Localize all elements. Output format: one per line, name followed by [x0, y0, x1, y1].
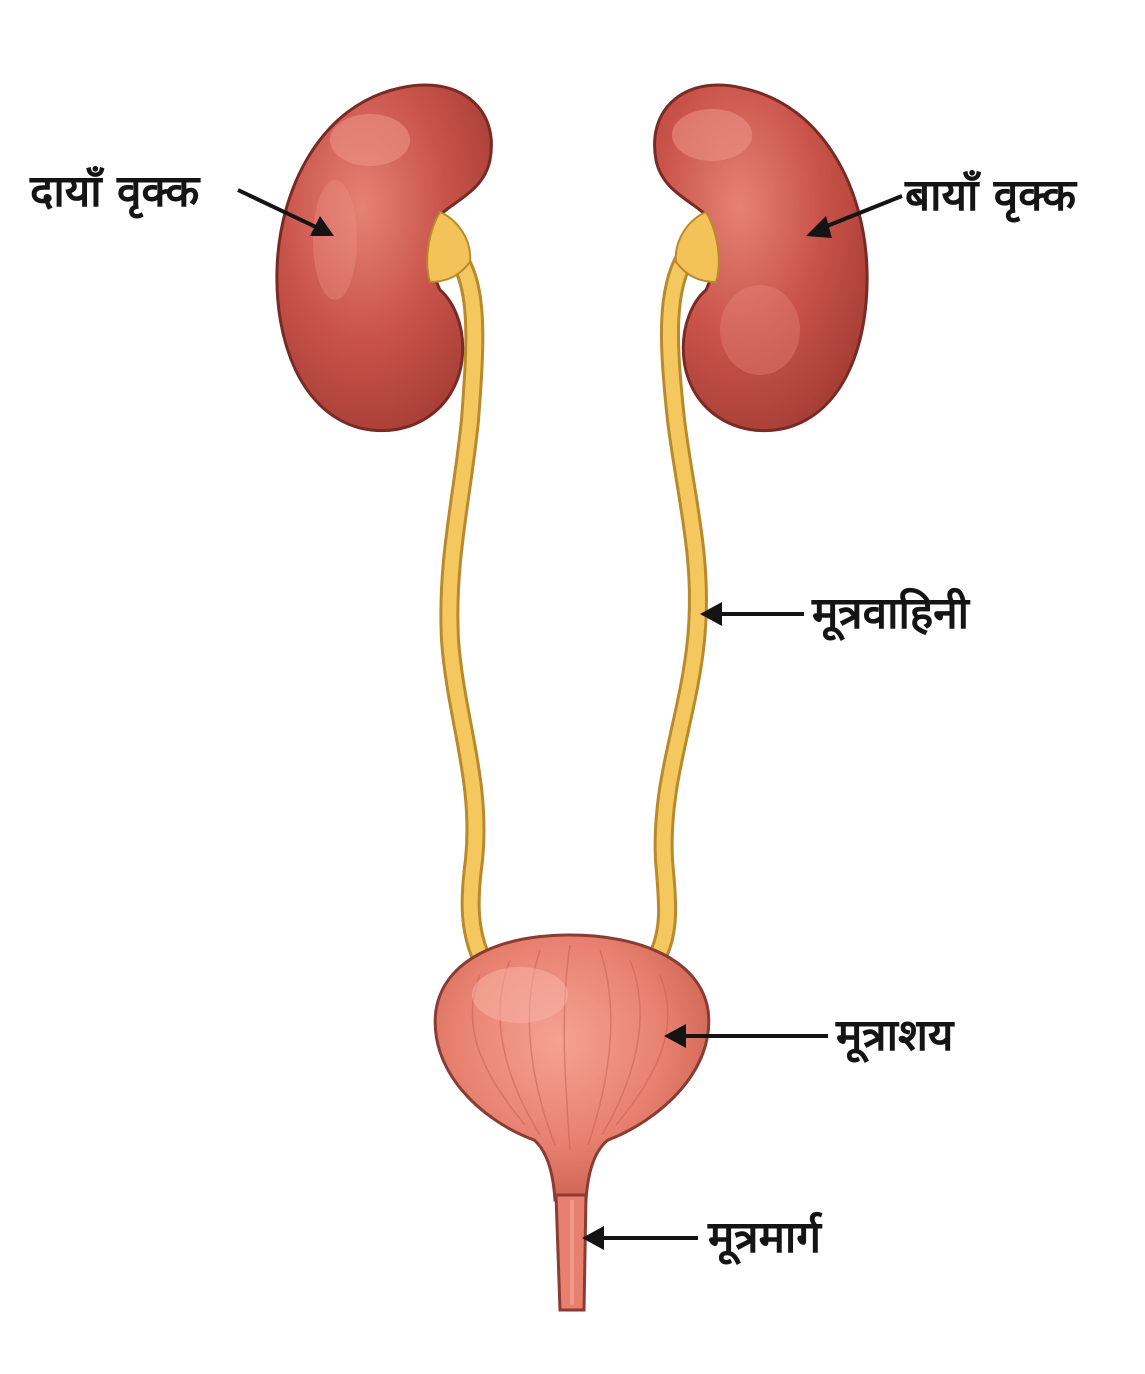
right-kidney-shape: [275, 83, 493, 433]
label-left-kidney-text: बायाँ वृक्क: [904, 169, 1078, 223]
arrowhead-right-kidney: [310, 216, 334, 236]
pointer-left-kidney: [821, 194, 903, 230]
bladder-shape: [433, 933, 711, 1202]
label-bladder: मूत्राशय: [664, 1010, 955, 1064]
left-kidney: [653, 83, 869, 433]
arrowhead-ureter: [700, 602, 722, 626]
bladder: [433, 933, 711, 1202]
urethra: [554, 1193, 588, 1312]
label-bladder-text: मूत्राशय: [835, 1010, 955, 1064]
label-ureter: मूत्रवाहिनी: [700, 587, 971, 642]
label-urethra-text: मूत्रमार्ग: [707, 1211, 823, 1266]
ureters: [439, 240, 708, 965]
right-kidney: [275, 83, 493, 433]
arrowhead-bladder: [664, 1024, 686, 1048]
left-renal-pelvis: [674, 210, 720, 284]
pointer-right-kidney: [237, 188, 319, 230]
label-right-kidney-text: दायाँ वृक्क: [29, 165, 201, 219]
left-kidney-shape: [653, 83, 869, 433]
label-left-kidney: बायाँ वृक्क: [806, 169, 1078, 238]
label-right-kidney: दायाँ वृक्क: [29, 165, 334, 236]
arrowhead-left-kidney: [806, 216, 832, 238]
right-renal-pelvis: [426, 210, 472, 284]
arrowhead-urethra: [582, 1226, 604, 1250]
label-urethra: मूत्रमार्ग: [582, 1211, 823, 1266]
label-ureter-text: मूत्रवाहिनी: [811, 587, 971, 642]
